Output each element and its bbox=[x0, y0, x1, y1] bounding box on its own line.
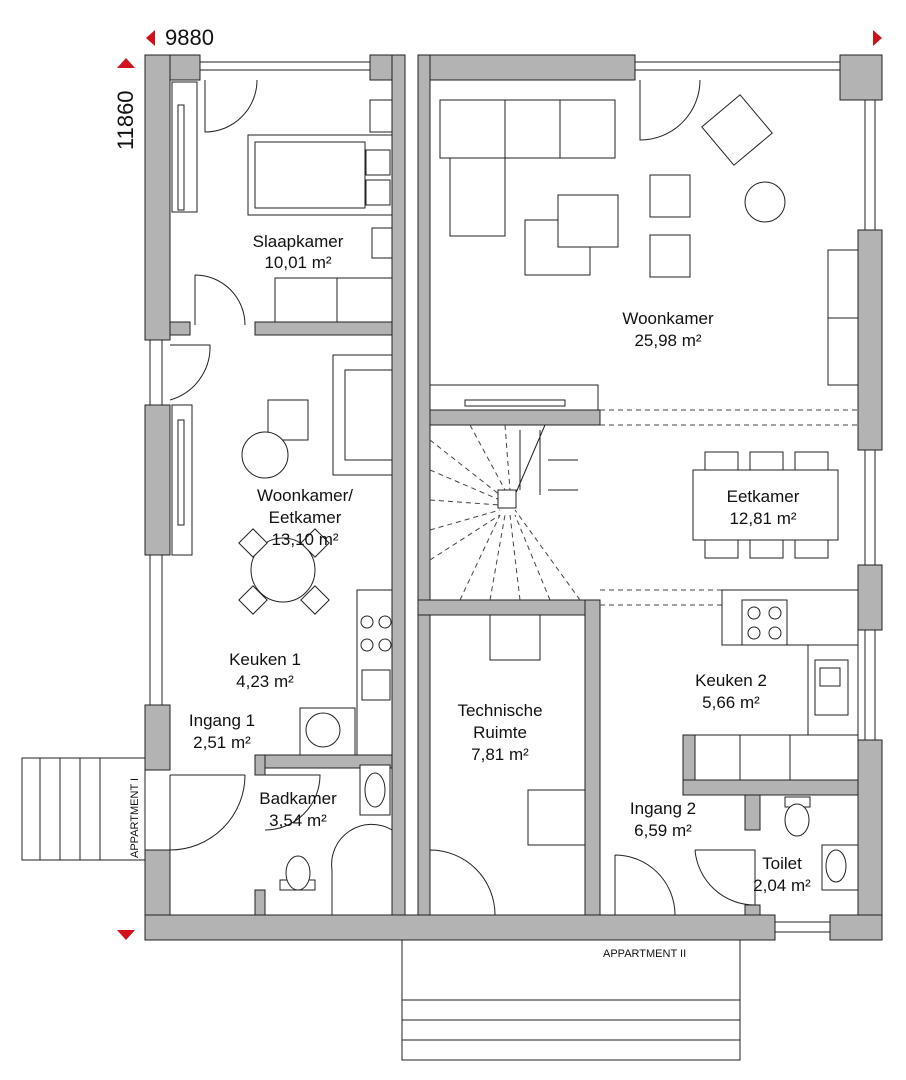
arrow-up-marker bbox=[117, 58, 135, 68]
room-area-toilet: 2,04 m² bbox=[753, 876, 811, 895]
room-labels: Slaapkamer 10,01 m² Woonkamer 25,98 m² W… bbox=[189, 232, 811, 895]
room-area-ingang-1: 2,51 m² bbox=[193, 733, 251, 752]
room-area-slaapkamer: 10,01 m² bbox=[264, 253, 331, 272]
room-name2-technische-ruimte: Ruimte bbox=[473, 723, 527, 742]
room-area-keuken-1: 4,23 m² bbox=[236, 672, 294, 691]
room-area-ingang-2: 6,59 m² bbox=[634, 821, 692, 840]
arrow-left-marker bbox=[146, 30, 155, 46]
staircase bbox=[429, 424, 581, 601]
furniture bbox=[171, 81, 859, 915]
room-name-keuken-2: Keuken 2 bbox=[695, 671, 767, 690]
room-name-ingang-1: Ingang 1 bbox=[189, 711, 255, 730]
walls bbox=[144, 54, 883, 941]
room-name-toilet: Toilet bbox=[762, 854, 802, 873]
arrow-down-marker bbox=[117, 930, 135, 940]
room-name-badkamer: Badkamer bbox=[259, 789, 337, 808]
room-name-woonkamer-eetkamer: Woonkamer/ bbox=[257, 486, 353, 505]
room-area-woonkamer: 25,98 m² bbox=[634, 331, 701, 350]
width-dimension: 9880 bbox=[165, 25, 214, 50]
room-name-slaapkamer: Slaapkamer bbox=[253, 232, 344, 251]
room-name-keuken-1: Keuken 1 bbox=[229, 650, 301, 669]
room-area-eetkamer: 12,81 m² bbox=[729, 509, 796, 528]
room-area-keuken-2: 5,66 m² bbox=[702, 693, 760, 712]
room-name-ingang-2: Ingang 2 bbox=[630, 799, 696, 818]
room-area-badkamer: 3,54 m² bbox=[269, 811, 327, 830]
doors bbox=[169, 79, 756, 916]
room-name-eetkamer: Eetkamer bbox=[727, 487, 800, 506]
entrance-1-label: APPARTMENT I bbox=[129, 778, 141, 858]
arrow-right-marker bbox=[873, 30, 882, 46]
room-area-technische-ruimte: 7,81 m² bbox=[471, 745, 529, 764]
height-dimension: 11860 bbox=[113, 90, 138, 150]
room-area-woonkamer-eetkamer: 13,10 m² bbox=[271, 530, 338, 549]
room-name-technische-ruimte: Technische bbox=[457, 701, 542, 720]
entrance-steps: APPARTMENT I APPARTMENT II bbox=[21, 757, 741, 1061]
entrance-2-label: APPARTMENT II bbox=[603, 948, 686, 960]
room-name2-woonkamer-eetkamer: Eetkamer bbox=[269, 508, 342, 527]
room-name-woonkamer: Woonkamer bbox=[622, 309, 714, 328]
